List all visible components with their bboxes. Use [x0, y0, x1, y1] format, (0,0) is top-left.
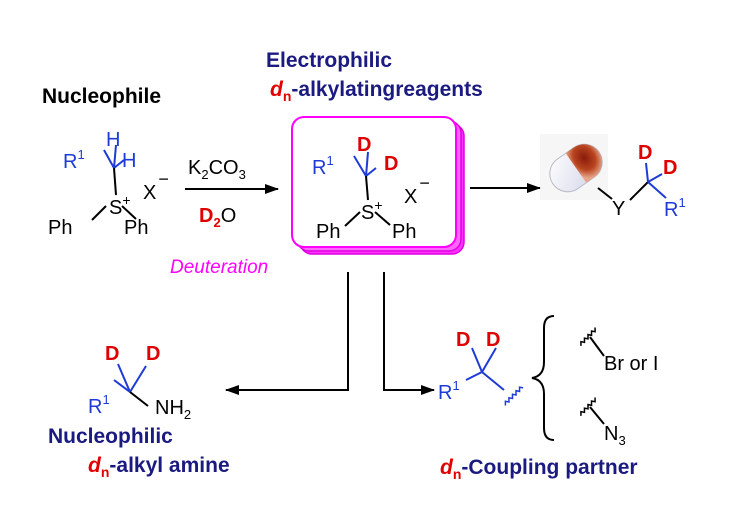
amine-heading-line2: dn-alkyl amine [88, 454, 230, 480]
r1-label: R1 [63, 147, 85, 173]
s-atom: S+ [109, 192, 131, 219]
counterion: X− [404, 173, 430, 208]
d-atom-1: D [357, 134, 371, 156]
d-atom-1: D [638, 142, 652, 164]
br-or-i-label: Br or I [604, 353, 658, 375]
d-atom-1: D [456, 329, 470, 351]
electrophilic-heading: Electrophilic [266, 49, 392, 72]
amine-heading-line1: Nucleophilic [48, 425, 173, 448]
deuterated-sulfonium: R1 D D S+ Ph Ph X− [312, 134, 430, 243]
partner-n: n [453, 466, 462, 482]
reagents-d: d [270, 78, 284, 101]
d-atom-2: D [486, 329, 500, 351]
k2co3-label: K2CO3 [188, 157, 246, 182]
h-atom-2: H [122, 150, 136, 172]
coupling-partner: D D R1 [438, 329, 524, 406]
partner-d: d [440, 456, 454, 479]
r1-label: R1 [664, 195, 686, 221]
ph-left: Ph [48, 217, 72, 239]
ph-right: Ph [124, 217, 148, 239]
r1-label: R1 [312, 153, 334, 179]
d-atom-2: D [384, 153, 398, 175]
reagents-heading: dn-alkylatingreagents [270, 78, 483, 104]
azide-option: N3 [580, 397, 626, 448]
counterion: X− [143, 169, 169, 204]
d-atom-2: D [663, 157, 677, 179]
n3-label: N3 [604, 423, 626, 448]
deuterated-product: Y D D R1 [597, 142, 686, 221]
reagents-n: n [283, 88, 292, 104]
deuteration-label: Deuteration [170, 257, 268, 278]
halide-option: Br or I [580, 327, 658, 375]
deuterated-amine: D D R1 NH2 [88, 343, 191, 422]
y-atom: Y [612, 198, 625, 220]
amine-n: n [101, 464, 110, 480]
nh2-group: NH2 [155, 397, 191, 422]
d2o-label: D2O [199, 205, 236, 230]
ph-right: Ph [392, 221, 416, 243]
d-atom-1: D [105, 343, 119, 365]
r1-label: R1 [88, 392, 110, 418]
h-atom-1: H [106, 129, 120, 151]
product-frame [291, 116, 465, 255]
s-atom: S+ [361, 197, 383, 224]
amine-arrow [225, 272, 349, 395]
drug-pill-image [540, 134, 608, 200]
nucleophile-heading: Nucleophile [42, 85, 161, 108]
coupling-arrow [383, 272, 435, 395]
starting-sulfonium: R1 H H S+ Ph Ph X− [48, 129, 169, 239]
reagents-rest: -alkylatingreagents [291, 78, 482, 101]
r1-label: R1 [438, 378, 460, 404]
partner-heading: dn-Coupling partner [440, 456, 638, 482]
d-atom-2: D [146, 343, 160, 365]
amine-d: d [88, 454, 102, 477]
ph-left: Ph [316, 221, 340, 243]
partner-rest: -Coupling partner [461, 456, 637, 479]
amine-rest: -alkyl amine [109, 454, 229, 477]
options-brace [531, 315, 555, 441]
